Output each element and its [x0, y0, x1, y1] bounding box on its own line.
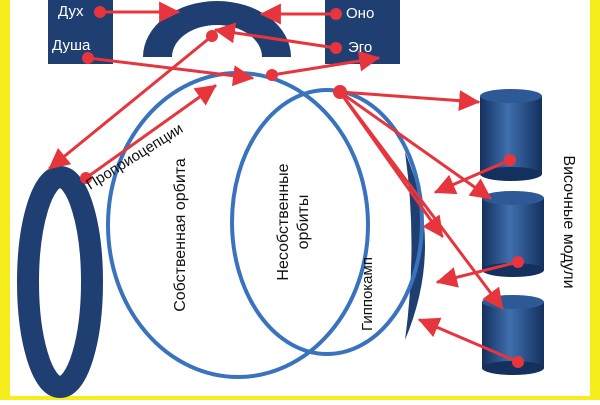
label-own-orbit: Собственная орбита: [172, 158, 189, 312]
arrow-dusha-to-orbit: [86, 56, 255, 87]
arrow-to-module-1: [338, 90, 481, 112]
arrow-muscles-to-orbit: [84, 84, 217, 180]
label-dukh: Дух: [58, 3, 84, 20]
label-ego: Эго: [348, 39, 372, 56]
label-dusha: Душа: [52, 37, 91, 54]
arrow-ego-to-arch: [213, 22, 338, 50]
arrow-module-2-to-hippocampus: [435, 260, 520, 288]
label-non-own-line-2: орбиты: [295, 195, 312, 250]
arrow-module-3-to-hippocampus: [418, 317, 520, 364]
label-muscles: Мышцы: [53, 253, 70, 311]
label-ono: Оно: [346, 5, 374, 22]
muscles-ring: [17, 166, 103, 398]
arrow-orbit-to-ego: [270, 50, 381, 77]
connection-nodes: [80, 6, 524, 368]
temporal-module-1: [480, 89, 542, 181]
connections: [48, 1, 520, 364]
arrow-module-1-to-hippocampus: [434, 158, 512, 195]
label-non-own-line-1: Несобственные: [275, 163, 292, 280]
arrow-arch-to-muscles: [48, 34, 214, 170]
arrow-to-hippocampus: [338, 90, 444, 238]
label-temporal-modules: Височные модули: [560, 155, 577, 288]
label-hippocampus: Гиппокамп: [359, 257, 376, 331]
non-own-orbit-ellipse: [230, 88, 424, 356]
temporal-module-2: [482, 191, 544, 277]
